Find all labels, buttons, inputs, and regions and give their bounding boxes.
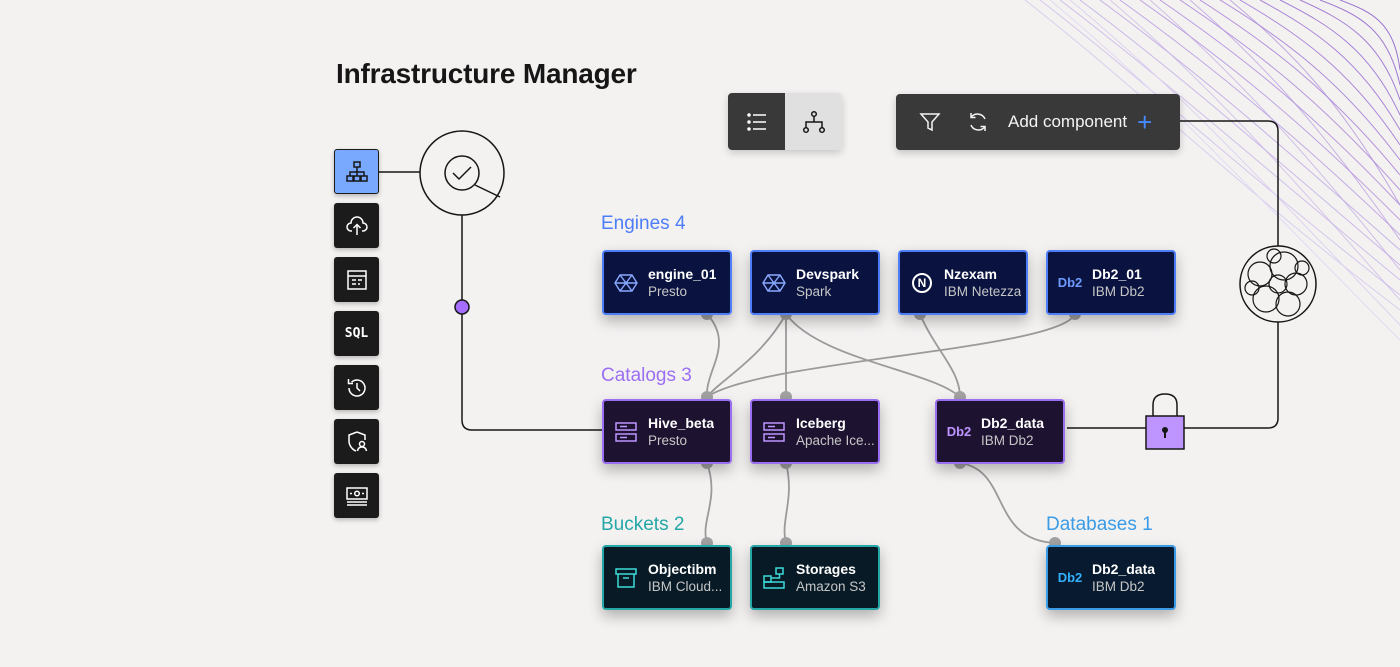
plus-icon: +	[1137, 107, 1153, 137]
view-switcher	[728, 93, 842, 150]
sidebar-item-data-explorer[interactable]	[334, 257, 379, 302]
engine-type: IBM Netezza	[944, 284, 1022, 299]
db2-icon: Db2	[1057, 570, 1083, 585]
link-dot	[454, 299, 470, 315]
infrastructure-icon	[345, 160, 368, 182]
db2-icon: Db2	[1057, 275, 1083, 290]
database-type: IBM Db2	[1092, 579, 1145, 594]
engine-type: Presto	[648, 284, 688, 299]
list-view-button[interactable]	[728, 93, 785, 150]
engine-name: Nzexam	[944, 266, 997, 282]
catalog-type: Presto	[648, 433, 688, 448]
catalog-name: Hive_beta	[648, 415, 715, 431]
sql-icon: SQL	[344, 326, 369, 341]
sidebar-item-upload[interactable]	[334, 203, 379, 248]
filter-icon	[919, 113, 941, 132]
bubble-cluster-icon	[1239, 245, 1317, 323]
engine-name: Devspark	[796, 266, 860, 282]
data-explorer-icon	[346, 269, 367, 290]
section-engines: Engines 4	[601, 213, 686, 234]
add-component-button[interactable]: Add component +	[1008, 109, 1152, 135]
billing-icon	[345, 486, 368, 506]
bucket-name: Storages	[796, 561, 856, 577]
check-circle-icon	[419, 130, 505, 216]
engine-name: engine_01	[648, 266, 717, 282]
bucket-name: Objectibm	[648, 561, 717, 577]
catalog-type: IBM Db2	[981, 433, 1034, 448]
s3-storage-icon	[762, 566, 786, 590]
catalog-name: Db2_data	[981, 415, 1045, 431]
catalog-name: Iceberg	[796, 415, 846, 431]
history-icon	[347, 378, 366, 397]
spark-icon	[762, 271, 786, 295]
sidebar-item-access-control[interactable]	[334, 419, 379, 464]
lock-icon	[1145, 393, 1185, 450]
sidebar-item-infrastructure[interactable]	[334, 149, 379, 194]
object-storage-icon	[614, 566, 638, 590]
section-buckets: Buckets 2	[601, 514, 685, 535]
bucket-type: Amazon S3	[796, 579, 866, 594]
catalog-icon	[762, 420, 786, 444]
engine-type: Spark	[796, 284, 832, 299]
sidebar-item-history[interactable]	[334, 365, 379, 410]
presto-icon	[614, 271, 638, 295]
section-catalogs: Catalogs 3	[601, 365, 692, 386]
bucket-type: IBM Cloud...	[648, 579, 723, 594]
refresh-button[interactable]	[954, 94, 1002, 150]
cloud-upload-icon	[345, 215, 368, 235]
filter-button[interactable]	[906, 94, 954, 150]
catalog-type: Apache Ice...	[796, 433, 875, 448]
db2-icon: Db2	[946, 424, 972, 439]
engine-name: Db2_01	[1092, 266, 1142, 282]
topology-view-button[interactable]	[785, 93, 842, 150]
section-databases: Databases 1	[1046, 514, 1153, 535]
database-name: Db2_data	[1092, 561, 1156, 577]
sidebar-item-billing[interactable]	[334, 473, 379, 518]
topology-view-icon	[802, 110, 825, 133]
engine-type: IBM Db2	[1092, 284, 1145, 299]
list-view-icon	[746, 112, 766, 131]
add-component-label: Add component	[1008, 112, 1128, 131]
sidebar-item-sql[interactable]: SQL	[334, 311, 379, 356]
access-control-icon	[347, 430, 367, 452]
catalog-icon	[614, 420, 638, 444]
page-title: Infrastructure Manager	[336, 58, 637, 89]
toolbar: Add component +	[896, 94, 1180, 150]
netezza-icon: N	[910, 271, 934, 295]
refresh-icon	[970, 113, 986, 131]
